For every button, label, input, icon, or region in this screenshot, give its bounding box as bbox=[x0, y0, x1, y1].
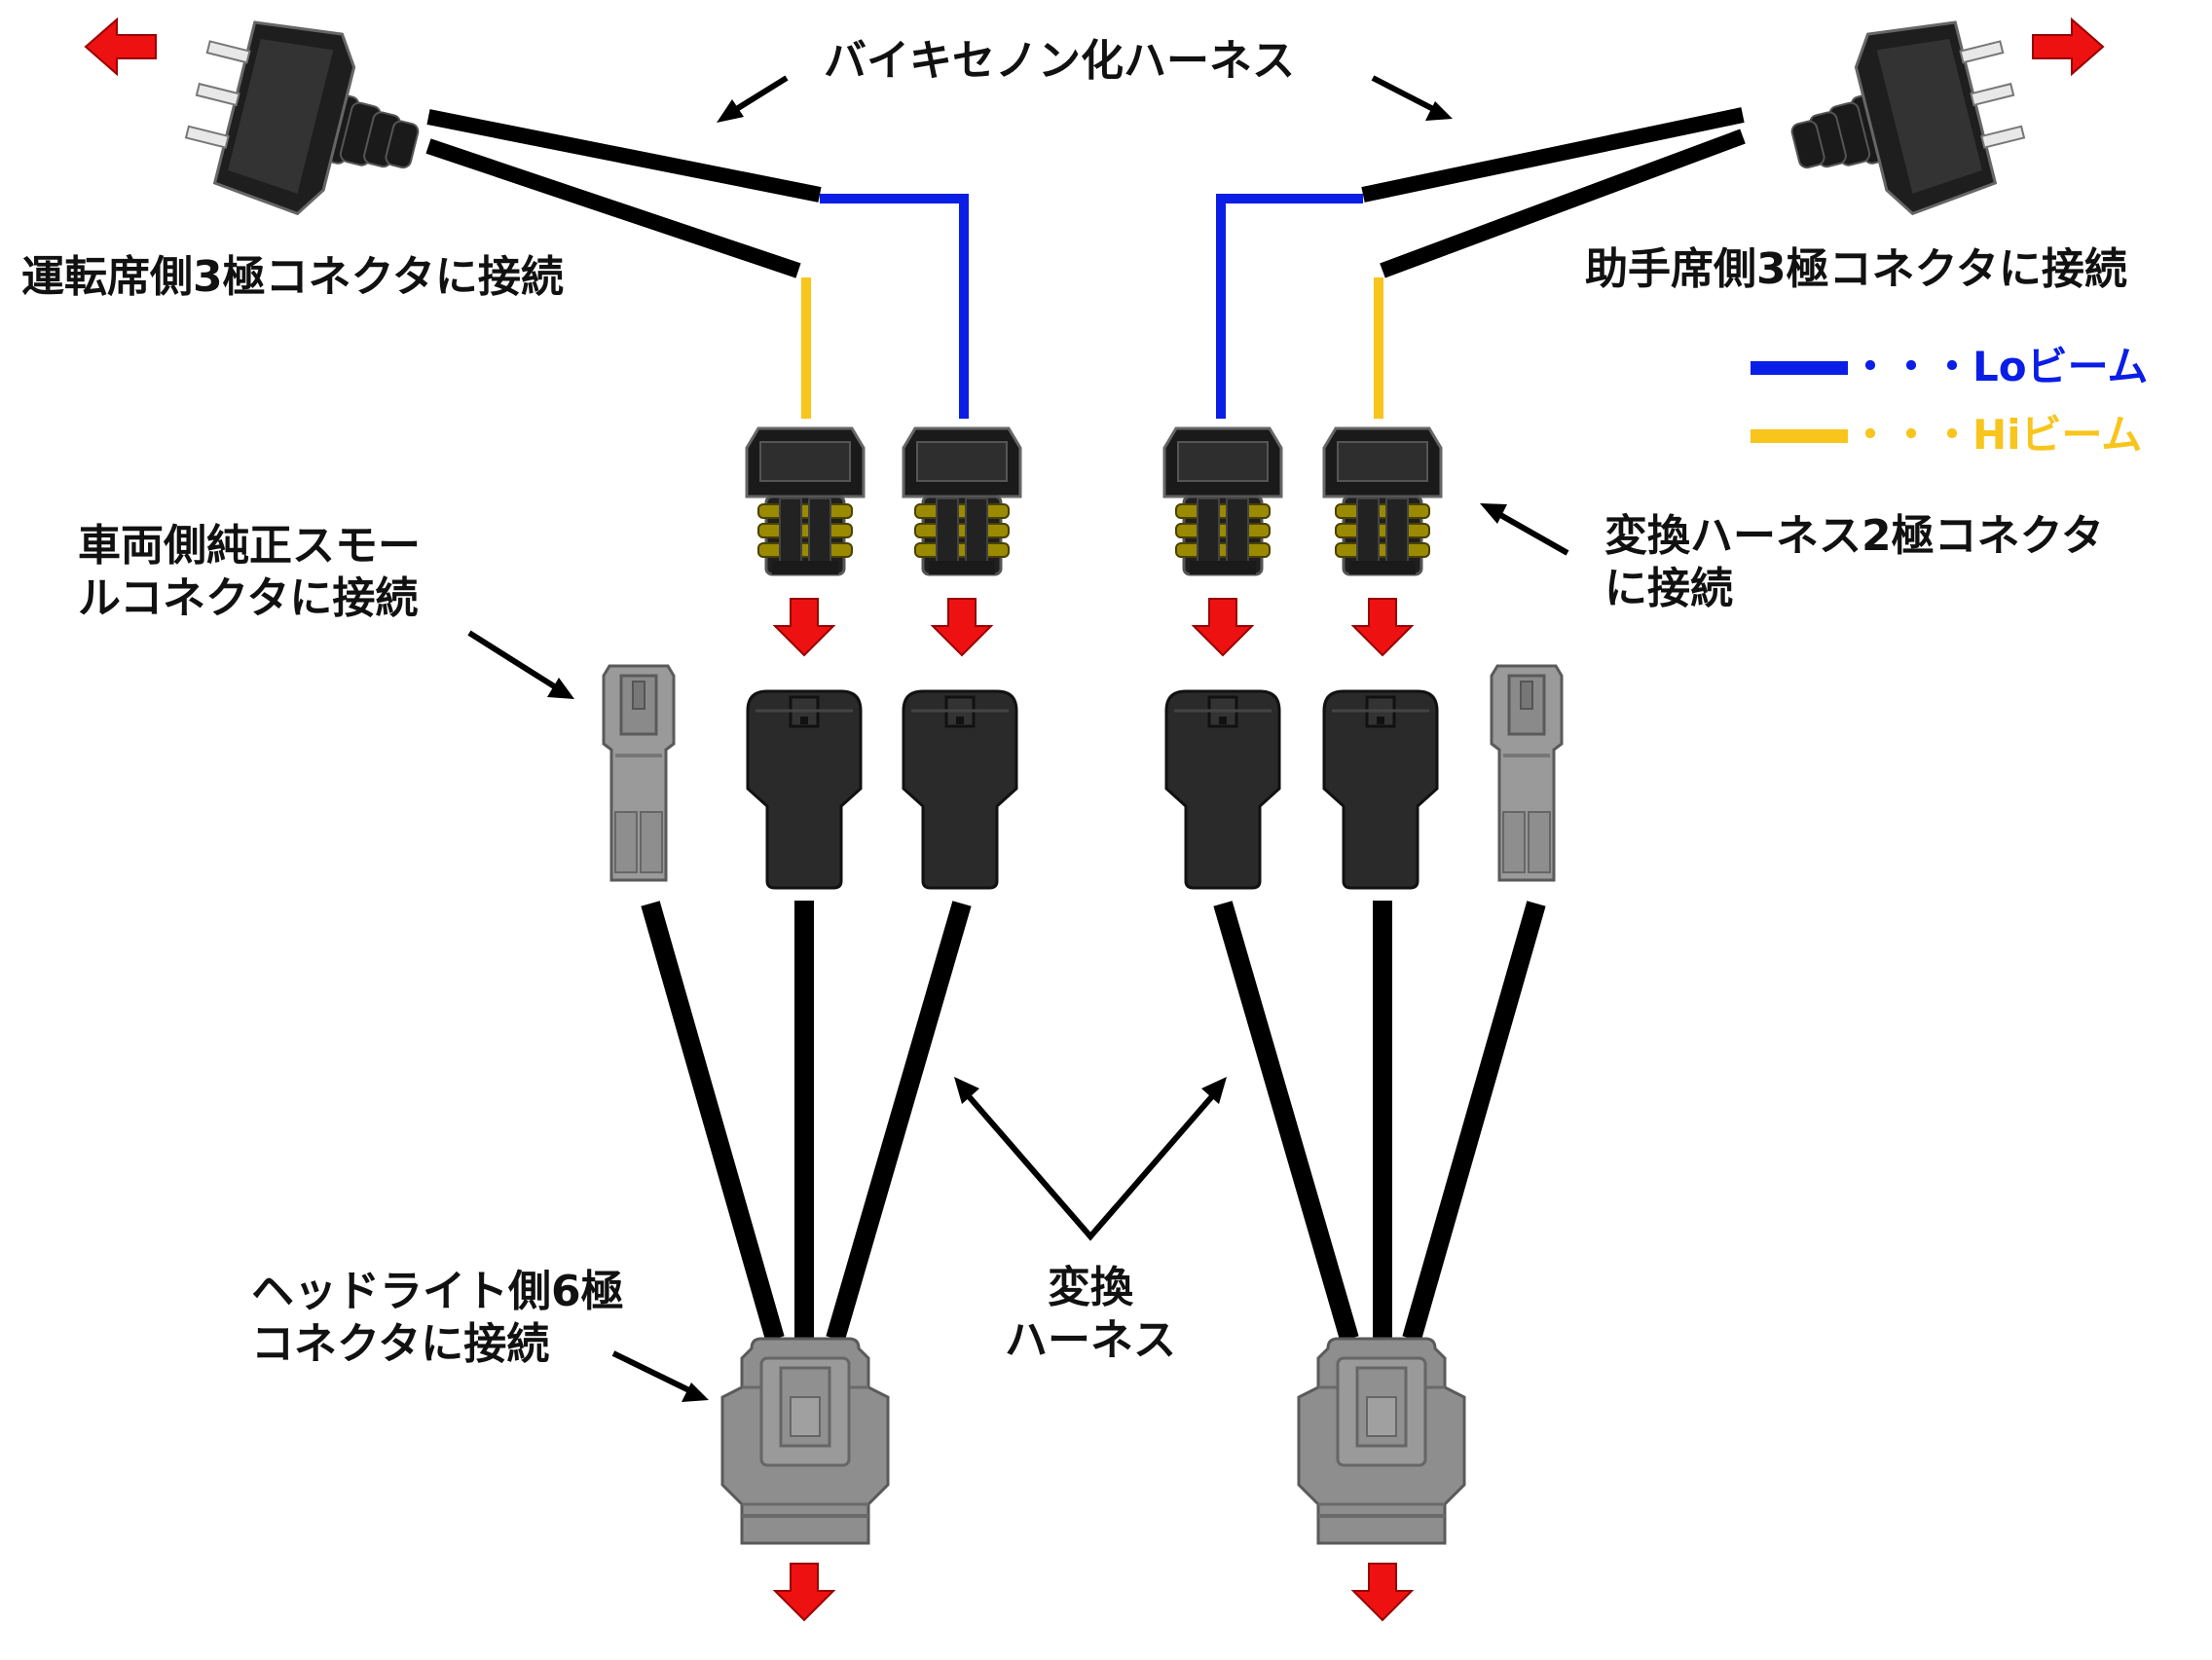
headlight-label-2: コネクタに接続 bbox=[251, 1319, 550, 1369]
conversion-label-2: ハーネス bbox=[1005, 1315, 1176, 1365]
top-harness-label: バイキセノン化ハーネス bbox=[824, 36, 1295, 86]
left-bottom-arrow-icon bbox=[774, 1563, 834, 1621]
male-connector-icon-2 bbox=[902, 689, 1018, 890]
right-red-arrow-icon bbox=[2032, 17, 2105, 77]
legend-lo-label: ・・・Loビーム bbox=[1850, 343, 2149, 390]
right-plug-icon bbox=[1771, 2, 2038, 240]
male-connector-icon-1 bbox=[746, 689, 863, 890]
arrow-icon-4 bbox=[1352, 598, 1413, 656]
arrow-icon-2 bbox=[932, 598, 992, 656]
socket-icon-1 bbox=[745, 426, 866, 576]
socket-icon-3 bbox=[1162, 426, 1283, 576]
right-lo-wire bbox=[1216, 194, 1363, 419]
left-small-connector-icon bbox=[602, 664, 676, 882]
right-conversion-wires bbox=[1213, 901, 1546, 1342]
conversion-label-1: 変換 bbox=[1048, 1263, 1133, 1312]
arrow-icon-3 bbox=[1193, 598, 1253, 656]
small-connector-label-1: 車両側純正スモー bbox=[78, 521, 421, 571]
right-small-connector-icon bbox=[1490, 664, 1564, 882]
two-pole-label-2: に接続 bbox=[1604, 564, 1733, 613]
small-connector-label-2: ルコネクタに接続 bbox=[78, 573, 419, 623]
passenger-side-label: 助手席側3極コネクタに接続 bbox=[1585, 244, 2127, 294]
left-plug-icon bbox=[172, 2, 439, 240]
headlight-label-1: ヘッドライト側6極 bbox=[251, 1267, 624, 1316]
male-connector-icon-3 bbox=[1164, 689, 1281, 890]
two-pole-label-1: 変換ハーネス2極コネクタ bbox=[1604, 511, 2104, 561]
left-six-pole-icon bbox=[720, 1337, 890, 1545]
socket-icon-4 bbox=[1322, 426, 1443, 576]
male-connector-icon-4 bbox=[1322, 689, 1439, 890]
left-lo-wire bbox=[820, 194, 969, 419]
left-red-arrow-icon bbox=[84, 17, 157, 77]
right-plug-wires bbox=[1361, 107, 1746, 278]
driver-side-label: 運転席側3極コネクタに接続 bbox=[21, 252, 564, 302]
socket-icon-2 bbox=[902, 426, 1022, 576]
arrow-icon-1 bbox=[774, 598, 834, 656]
left-conversion-wires bbox=[641, 901, 972, 1342]
right-six-pole-icon bbox=[1297, 1337, 1466, 1545]
pointer-arrows bbox=[467, 75, 1569, 1402]
left-plug-wires bbox=[425, 109, 822, 278]
right-bottom-arrow-icon bbox=[1352, 1563, 1413, 1621]
legend-hi-label: ・・・Hiビーム bbox=[1850, 411, 2143, 459]
